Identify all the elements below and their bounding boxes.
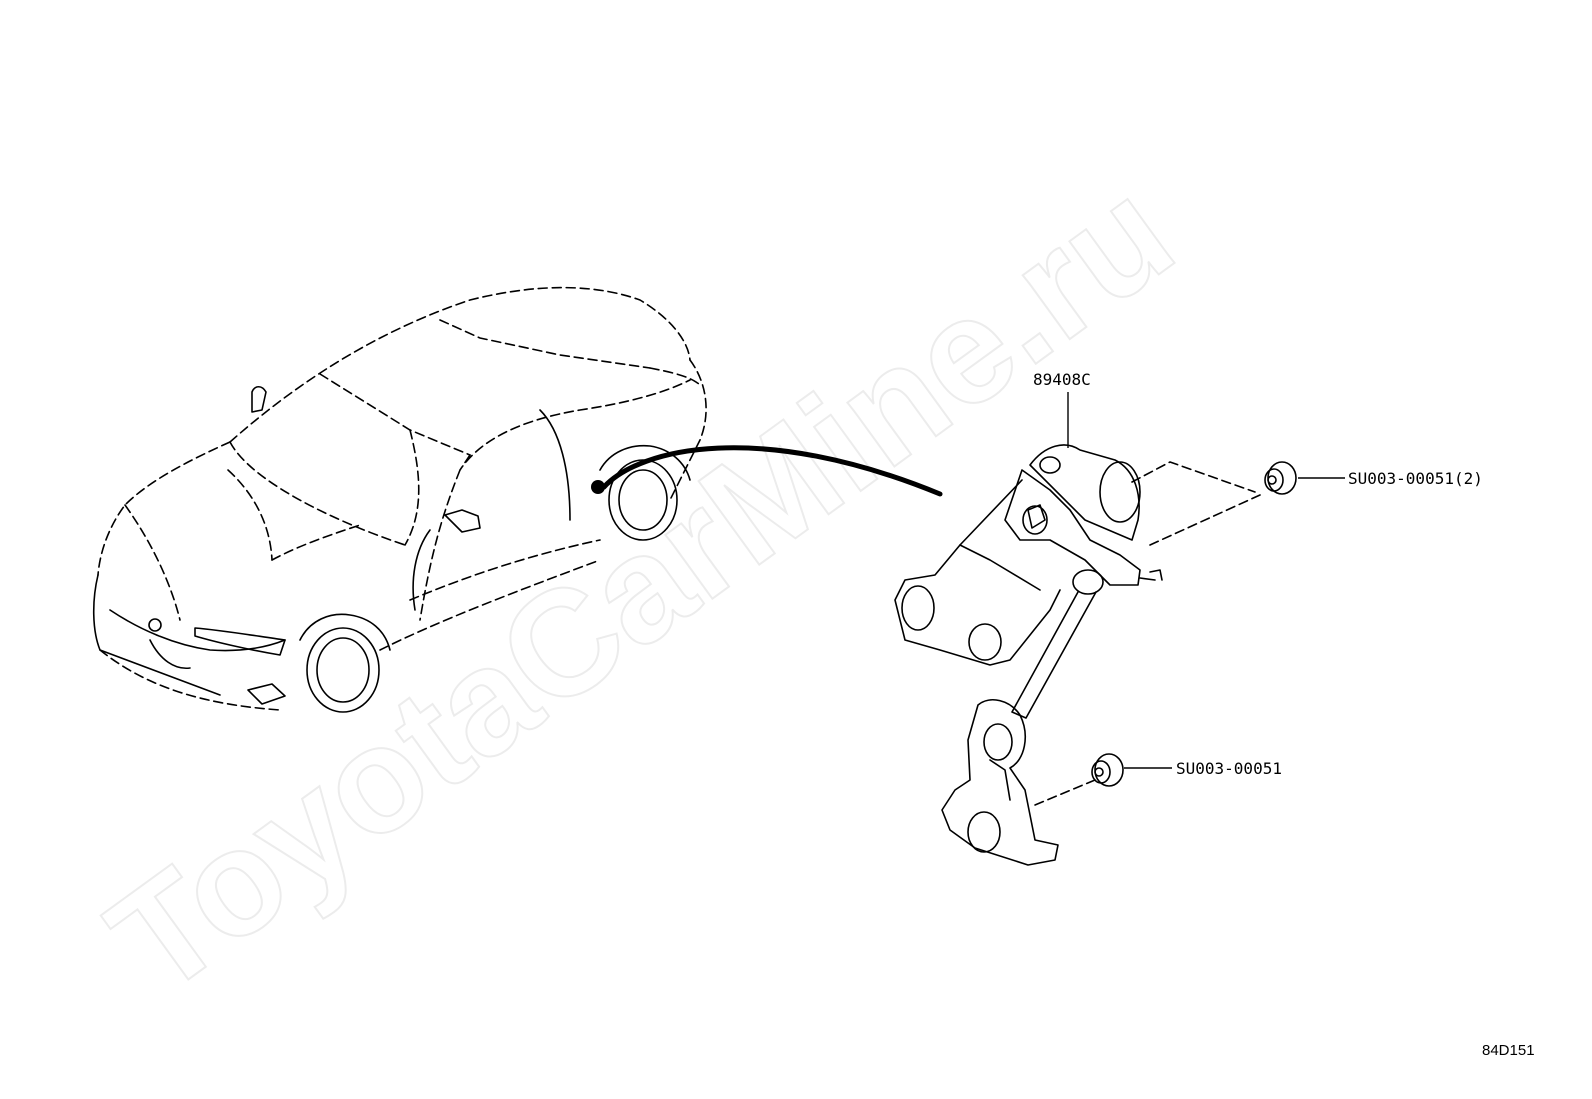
figure-code: 84D151 [1482, 1042, 1535, 1059]
part-label-nut-upper: SU003-00051(2) [1348, 469, 1483, 488]
nut-upper-icon [1264, 461, 1297, 495]
location-dot [591, 480, 605, 494]
fastener-line-upper [1131, 461, 1256, 493]
fastener-line-lower [1034, 779, 1096, 806]
height-sensor-assembly [894, 444, 1163, 866]
part-label-nut-lower: SU003-00051 [1176, 759, 1282, 778]
part-label-sensor: 89408C [1033, 370, 1091, 389]
location-leader [601, 445, 943, 497]
nut-lower-icon [1091, 753, 1124, 787]
fastener-line-upper-2 [1149, 494, 1261, 546]
car-outline [92, 286, 707, 713]
